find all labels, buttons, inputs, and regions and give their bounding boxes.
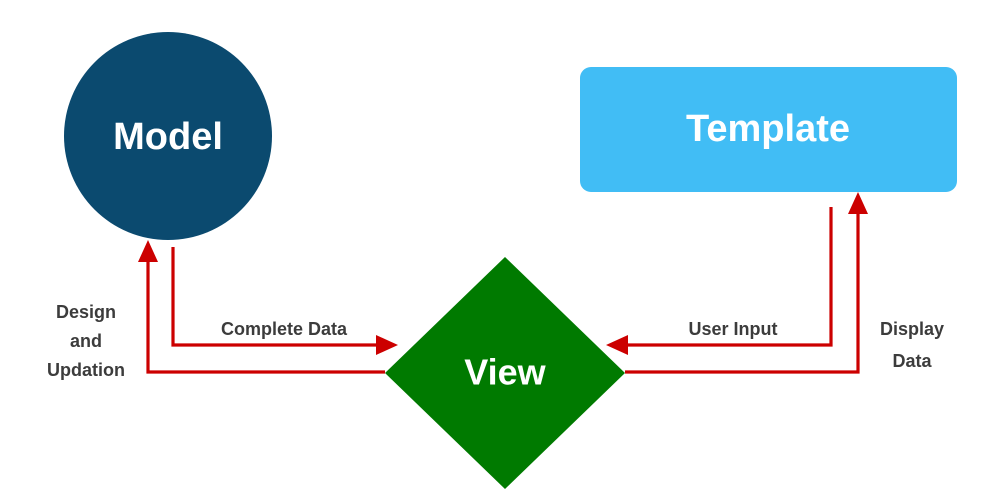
edge-label-user-input-text: User Input — [688, 319, 777, 339]
model-label: Model — [113, 116, 223, 158]
edge-label-design-line-2: and — [70, 331, 102, 351]
edge-design-and-updation-arrowhead — [138, 240, 158, 262]
node-model[interactable]: Model — [64, 32, 272, 240]
node-view[interactable]: View — [385, 257, 625, 489]
edge-design-and-updation-path — [146, 256, 385, 374]
node-template[interactable]: Template — [580, 67, 957, 192]
edge-label-design-line-1: Design — [56, 302, 116, 322]
view-label: View — [464, 352, 546, 393]
edge-label-design-line-3: Updation — [47, 360, 125, 380]
edge-complete-data-arrowhead — [376, 335, 398, 355]
edge-complete-data — [171, 247, 398, 355]
edge-label-user-input: User Input — [688, 319, 777, 339]
edge-display-data-arrowhead — [848, 192, 868, 214]
edge-label-design-and-updation: Design and Updation — [47, 302, 125, 380]
edge-label-display-line-2: Data — [892, 351, 932, 371]
edge-label-display-line-1: Display — [880, 319, 944, 339]
model-circle-shape — [64, 32, 272, 240]
edge-complete-data-path — [171, 247, 386, 347]
edge-display-data-path — [625, 208, 860, 374]
edge-user-input-arrowhead — [606, 335, 628, 355]
edge-user-input — [606, 207, 833, 355]
template-rect-shape — [580, 67, 957, 192]
template-label: Template — [686, 108, 850, 150]
view-diamond-shape — [385, 257, 625, 489]
edge-design-and-updation — [138, 240, 385, 374]
edge-user-input-path — [616, 207, 833, 347]
edge-label-display-data: Display Data — [880, 319, 944, 371]
edge-label-complete-data: Complete Data — [221, 319, 348, 339]
edge-label-complete-data-text: Complete Data — [221, 319, 348, 339]
edge-display-data — [625, 192, 868, 374]
